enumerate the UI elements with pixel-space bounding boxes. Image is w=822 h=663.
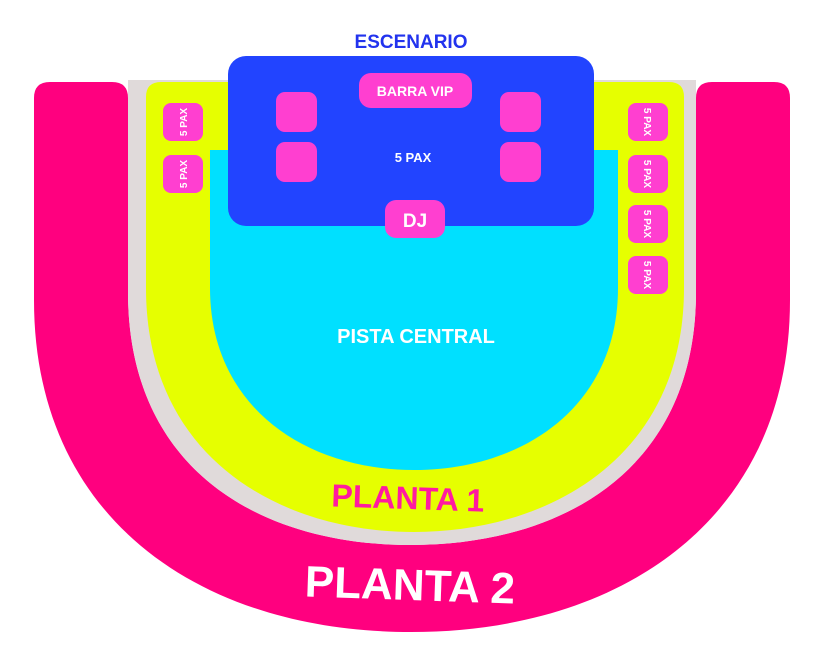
side-table-right-4[interactable]: 5 PAX bbox=[628, 256, 668, 294]
vip-table[interactable] bbox=[500, 142, 541, 182]
dj-label: DJ bbox=[403, 211, 427, 232]
barra-vip-bar[interactable] bbox=[359, 73, 472, 108]
vip-table[interactable] bbox=[276, 142, 317, 182]
side-table-right-3[interactable]: 5 PAX bbox=[628, 205, 668, 243]
vip-table[interactable] bbox=[276, 92, 317, 132]
side-table-left-2[interactable]: 5 PAX bbox=[163, 155, 203, 193]
side-table-label: 5 PAX bbox=[179, 108, 190, 136]
planta-2-zone[interactable] bbox=[34, 82, 790, 632]
vip-capacity-label: 5 PAX bbox=[395, 150, 432, 165]
dj-booth[interactable] bbox=[385, 200, 445, 238]
pista-central-label: PISTA CENTRAL bbox=[337, 326, 495, 348]
side-table-left-1[interactable]: 5 PAX bbox=[163, 103, 203, 141]
planta-2-label: PLANTA 2 bbox=[304, 557, 516, 613]
side-table-label: 5 PAX bbox=[641, 210, 652, 238]
side-table-label: 5 PAX bbox=[641, 108, 652, 136]
barra-vip-label: BARRA VIP bbox=[377, 83, 454, 99]
side-table-label: 5 PAX bbox=[641, 261, 652, 289]
pista-central-zone[interactable] bbox=[210, 150, 618, 470]
planta-1-label: PLANTA 1 bbox=[331, 477, 485, 518]
side-table-label: 5 PAX bbox=[641, 160, 652, 188]
stage-label: ESCENARIO bbox=[355, 32, 468, 53]
side-table-right-2[interactable]: 5 PAX bbox=[628, 155, 668, 193]
side-table-right-1[interactable]: 5 PAX bbox=[628, 103, 668, 141]
vip-table[interactable] bbox=[500, 92, 541, 132]
side-table-label: 5 PAX bbox=[179, 160, 190, 188]
